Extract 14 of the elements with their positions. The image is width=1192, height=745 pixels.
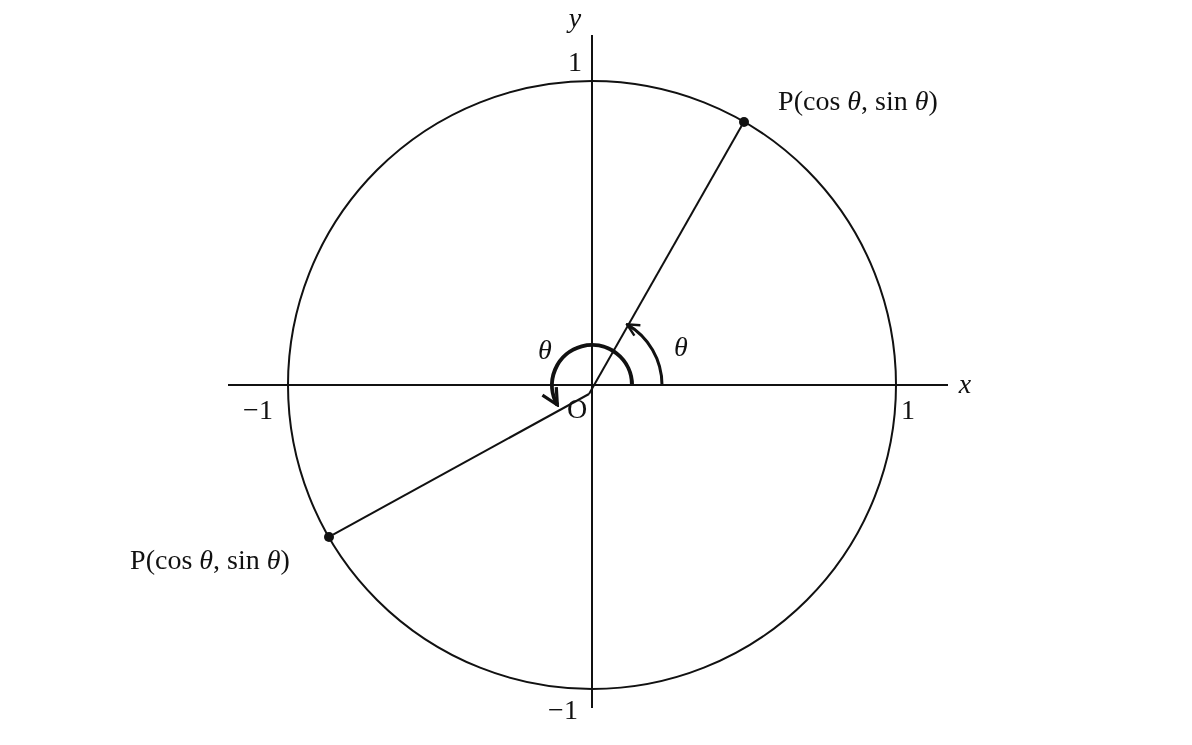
point-dot	[739, 116, 749, 127]
axis-label: y	[568, 3, 582, 33]
angle-label: θ	[674, 332, 688, 362]
axis-label: x	[958, 369, 972, 399]
tick-label: −1	[243, 395, 273, 425]
point-label: P(cos θ, sin θ)	[130, 545, 290, 575]
tick-label: 1	[901, 395, 915, 425]
angle-label: θ	[538, 335, 552, 365]
radius-line	[588, 125, 743, 395]
radius-line	[332, 393, 590, 536]
tick-label: −1	[548, 695, 578, 725]
point-label: P(cos θ, sin θ)	[778, 86, 938, 116]
point-dot	[323, 532, 334, 542]
tick-label: 1	[568, 47, 582, 77]
